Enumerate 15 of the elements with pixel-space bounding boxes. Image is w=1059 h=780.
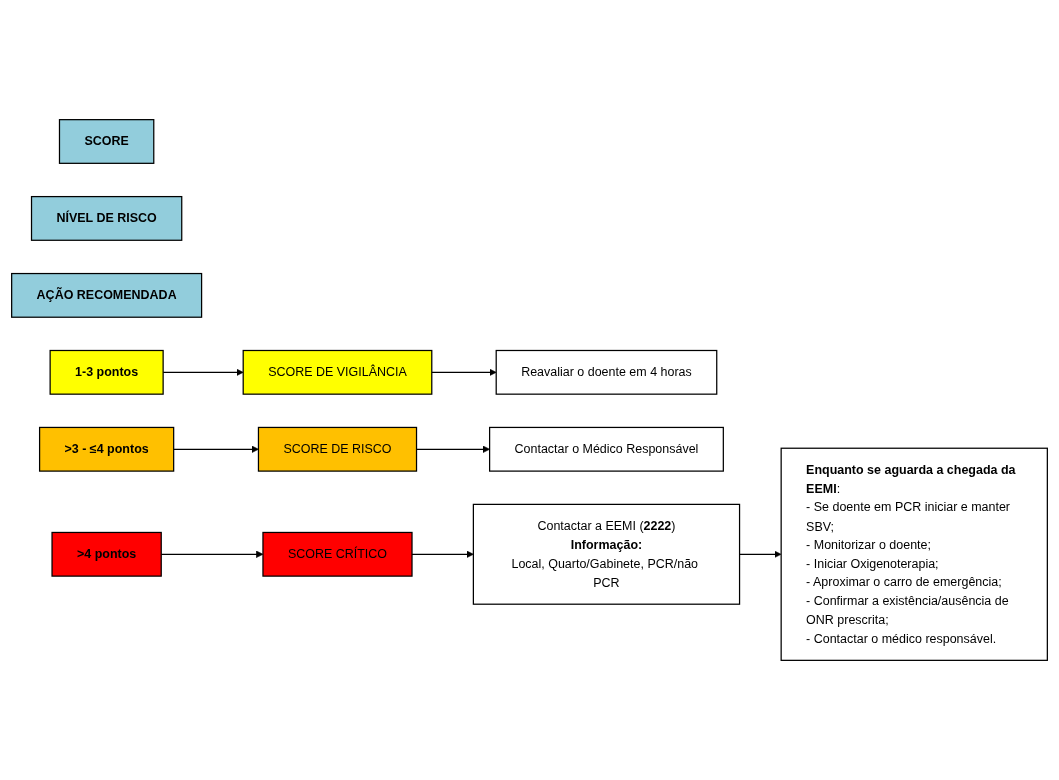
node-box: Contactar o Médico Responsável	[489, 426, 724, 472]
arrow	[431, 368, 497, 376]
node-box: Enquanto se aguarda a chegada da EEMI: - Se doente em PCR iniciar e manter SBV; - Monitorizar o doente; - Iniciar Oxigenoterapia; - Aproximar o carro de emergência; - Confirmar a existência/ausência de ONR prescrita; - Contactar o médico responsável.	[780, 447, 1048, 661]
node-box: 1-3 pontos	[49, 349, 164, 395]
node-box: SCORE DE RISCO	[257, 426, 418, 472]
node-box: SCORE	[58, 119, 155, 164]
node-box: SCORE CRÍTICO	[262, 531, 413, 577]
node-box: Reavaliar o doente em 4 horas	[495, 349, 718, 395]
node-box: Contactar a EEMI (2222) Informação: Local, Quarto/Gabinete, PCR/não PCR	[472, 503, 741, 605]
node-box: AÇÃO RECOMENDADA	[11, 272, 203, 318]
node-box: >4 pontos	[51, 531, 162, 577]
node-box: >3 - ≤4 pontos	[38, 426, 175, 472]
arrow	[173, 445, 259, 453]
node-box: NÍVEL DE RISCO	[30, 195, 183, 241]
node-box: SCORE DE VIGILÂNCIA	[242, 349, 433, 395]
